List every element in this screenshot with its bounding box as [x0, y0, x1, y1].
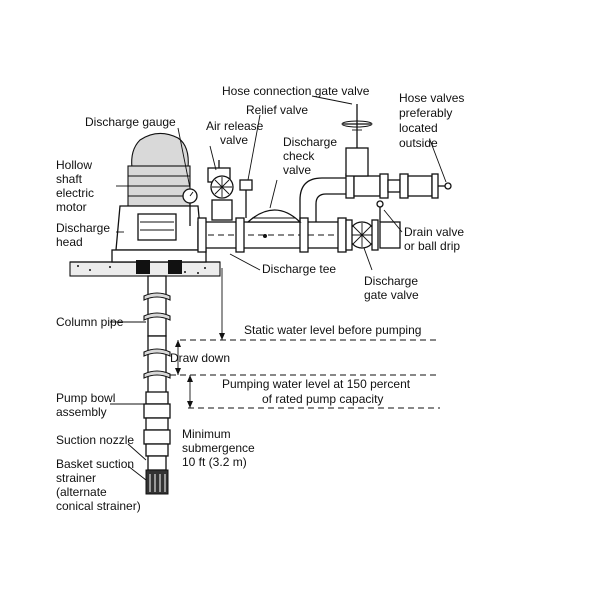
label-pump-bowl-2: assembly: [56, 405, 107, 419]
label-hose-valves-2: preferably: [399, 106, 452, 120]
label-relief-valve: Relief valve: [246, 103, 308, 117]
hose-header-pipe: [299, 173, 452, 222]
label-hose-valves-3: located: [399, 121, 438, 135]
label-motor-1: Hollow: [56, 158, 92, 172]
water-level-lines: [170, 339, 440, 409]
label-suction-nozzle: Suction nozzle: [56, 433, 134, 447]
label-basket-3: (alternate: [56, 485, 107, 499]
discharge-gauge: [182, 188, 198, 226]
label-discharge-check-1: Discharge: [283, 135, 337, 149]
label-air-release-1: Air release: [206, 119, 264, 133]
label-discharge-gate-2: gate valve: [364, 288, 419, 302]
label-motor-4: motor: [56, 200, 87, 214]
label-min-sub-1: Minimum: [182, 427, 231, 441]
label-hose-valves-4: outside: [399, 136, 438, 150]
label-basket-2: strainer: [56, 471, 96, 485]
discharge-head: [111, 205, 207, 274]
electric-motor: [127, 132, 191, 207]
label-pump-bowl-1: Pump bowl: [56, 391, 115, 405]
label-min-sub-2: submergence: [182, 441, 255, 455]
label-pumping-level-2: of rated pump capacity: [262, 392, 383, 406]
label-min-sub-3: 10 ft (3.2 m): [182, 455, 247, 469]
label-motor-2: shaft: [56, 172, 83, 186]
label-drain-valve-2: or ball drip: [404, 239, 460, 253]
label-discharge-head-2: head: [56, 235, 83, 249]
label-column-pipe: Column pipe: [56, 315, 124, 329]
discharge-pipe: [197, 217, 401, 253]
label-basket-4: conical strainer): [56, 499, 141, 513]
label-drain-valve-1: Drain valve: [404, 225, 464, 239]
dimension-lines: [175, 268, 225, 408]
drain-valve: [376, 200, 384, 222]
hose-connection-gate-valve: [341, 104, 373, 177]
relief-valve: [239, 179, 253, 218]
label-basket-1: Basket suction: [56, 457, 134, 471]
pump-bowl-assembly: [143, 391, 171, 457]
label-pumping-level-1: Pumping water level at 150 percent: [222, 377, 411, 391]
label-discharge-gate-1: Discharge: [364, 274, 418, 288]
label-motor-3: electric: [56, 186, 94, 200]
label-draw-down: Draw down: [170, 351, 230, 365]
label-static-level: Static water level before pumping: [244, 323, 421, 337]
suction-strainer: [145, 455, 169, 495]
label-hose-connection-gate-valve: Hose connection gate valve: [222, 84, 370, 98]
leader-lines: [110, 95, 447, 481]
label-discharge-check-3: valve: [283, 163, 311, 177]
label-hose-valves-1: Hose valves: [399, 91, 464, 105]
air-release-valve: [207, 160, 234, 221]
label-air-release-2: valve: [220, 133, 248, 147]
label-discharge-gauge: Discharge gauge: [85, 115, 176, 129]
label-discharge-head-1: Discharge: [56, 221, 110, 235]
discharge-gate-valve: [345, 219, 379, 251]
label-discharge-tee: Discharge tee: [262, 262, 336, 276]
column-pipe: [143, 275, 171, 397]
label-group: Hose connection gate valve Relief valve …: [56, 84, 464, 513]
label-discharge-check-2: check: [283, 149, 315, 163]
